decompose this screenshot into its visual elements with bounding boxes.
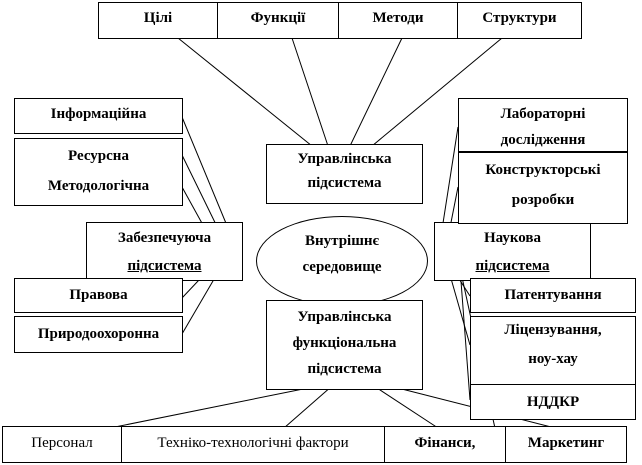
connector-structures-management xyxy=(371,37,503,147)
functional-subsystem-box: Управлінська функціональна підсистема xyxy=(266,300,423,390)
science-subsystem-line1: Наукова xyxy=(483,230,542,246)
support-subsystem-line2: підсистема xyxy=(127,258,202,274)
science-subsystem-line2: підсистема xyxy=(475,258,550,274)
patenting-label: Патентування xyxy=(504,287,602,303)
rnd-label: НДДКР xyxy=(526,394,580,410)
internal-environment-line2: середовище xyxy=(302,259,382,275)
licensing-line2: ноу-хау xyxy=(528,351,578,367)
resource-methodological-box: Ресурсна Методологічна xyxy=(14,138,183,206)
structures-box: Структури xyxy=(457,2,582,39)
connector-functions-management xyxy=(291,37,329,147)
management-subsystem-box: Управлінська підсистема xyxy=(266,144,423,204)
personnel-box: Персонал xyxy=(2,426,122,463)
resource-label: Ресурсна xyxy=(68,148,129,164)
goals-box: Цілі xyxy=(98,2,218,39)
licensing-rnd-divider xyxy=(471,384,635,385)
support-subsystem-box: Забезпечуюча підсистема xyxy=(86,222,243,281)
environmental-box: Природоохоронна xyxy=(14,316,183,353)
internal-environment-oval: Внутрішнє середовище xyxy=(256,216,428,306)
functional-subsystem-line1: Управлінська xyxy=(297,309,392,325)
support-subsystem-line1: Забезпечуюча xyxy=(117,230,212,246)
lab-research-line2: дослідження xyxy=(500,132,586,148)
management-subsystem-line2: підсистема xyxy=(307,175,382,191)
functional-subsystem-line2: функціональна xyxy=(292,335,397,351)
tech-factors-box: Техніко-технологічні фактори xyxy=(121,426,385,463)
lab-research-line1: Лабораторні xyxy=(500,106,586,122)
information-box: Інформаційна xyxy=(14,98,183,134)
design-line1: Конструкторські xyxy=(485,162,601,178)
methods-box: Методи xyxy=(338,2,458,39)
lab-research-box: Лабораторні дослідження xyxy=(458,98,628,152)
information-label: Інформаційна xyxy=(50,106,147,122)
finance-label: Фінанси, xyxy=(414,435,476,451)
environmental-label: Природоохоронна xyxy=(37,326,160,342)
functional-subsystem-line3: підсистема xyxy=(307,361,382,377)
connector-functional-personnel xyxy=(109,385,319,429)
licensing-rnd-box: Ліцензування, ноу-хау НДДКР xyxy=(470,316,636,420)
methods-label: Методи xyxy=(372,10,424,26)
functions-box: Функції xyxy=(217,2,339,39)
marketing-box: Маркетинг xyxy=(505,426,627,463)
legal-box: Правова xyxy=(14,278,183,313)
connector-functional-tech xyxy=(283,385,333,429)
functions-label: Функції xyxy=(250,10,306,26)
internal-environment-line1: Внутрішнє xyxy=(305,233,379,249)
finance-box: Фінанси, xyxy=(384,426,506,463)
patenting-box: Патентування xyxy=(470,278,636,313)
goals-label: Цілі xyxy=(143,10,173,26)
connector-methods-management xyxy=(349,37,403,147)
structures-label: Структури xyxy=(482,10,557,26)
legal-label: Правова xyxy=(69,287,128,303)
management-subsystem-line1: Управлінська xyxy=(297,151,392,167)
methodological-label: Методологічна xyxy=(47,178,150,194)
marketing-label: Маркетинг xyxy=(527,435,605,451)
design-box: Конструкторські розробки xyxy=(458,152,628,224)
science-subsystem-box: Наукова підсистема xyxy=(434,222,591,281)
design-line2: розробки xyxy=(511,192,575,208)
connector-rnd-science xyxy=(459,267,471,401)
connector-goals-management xyxy=(177,37,313,147)
personnel-label: Персонал xyxy=(31,435,93,451)
tech-factors-label: Техніко-технологічні фактори xyxy=(157,435,349,451)
connector-functional-finance xyxy=(373,385,439,429)
licensing-line1: Ліцензування, xyxy=(504,322,602,338)
